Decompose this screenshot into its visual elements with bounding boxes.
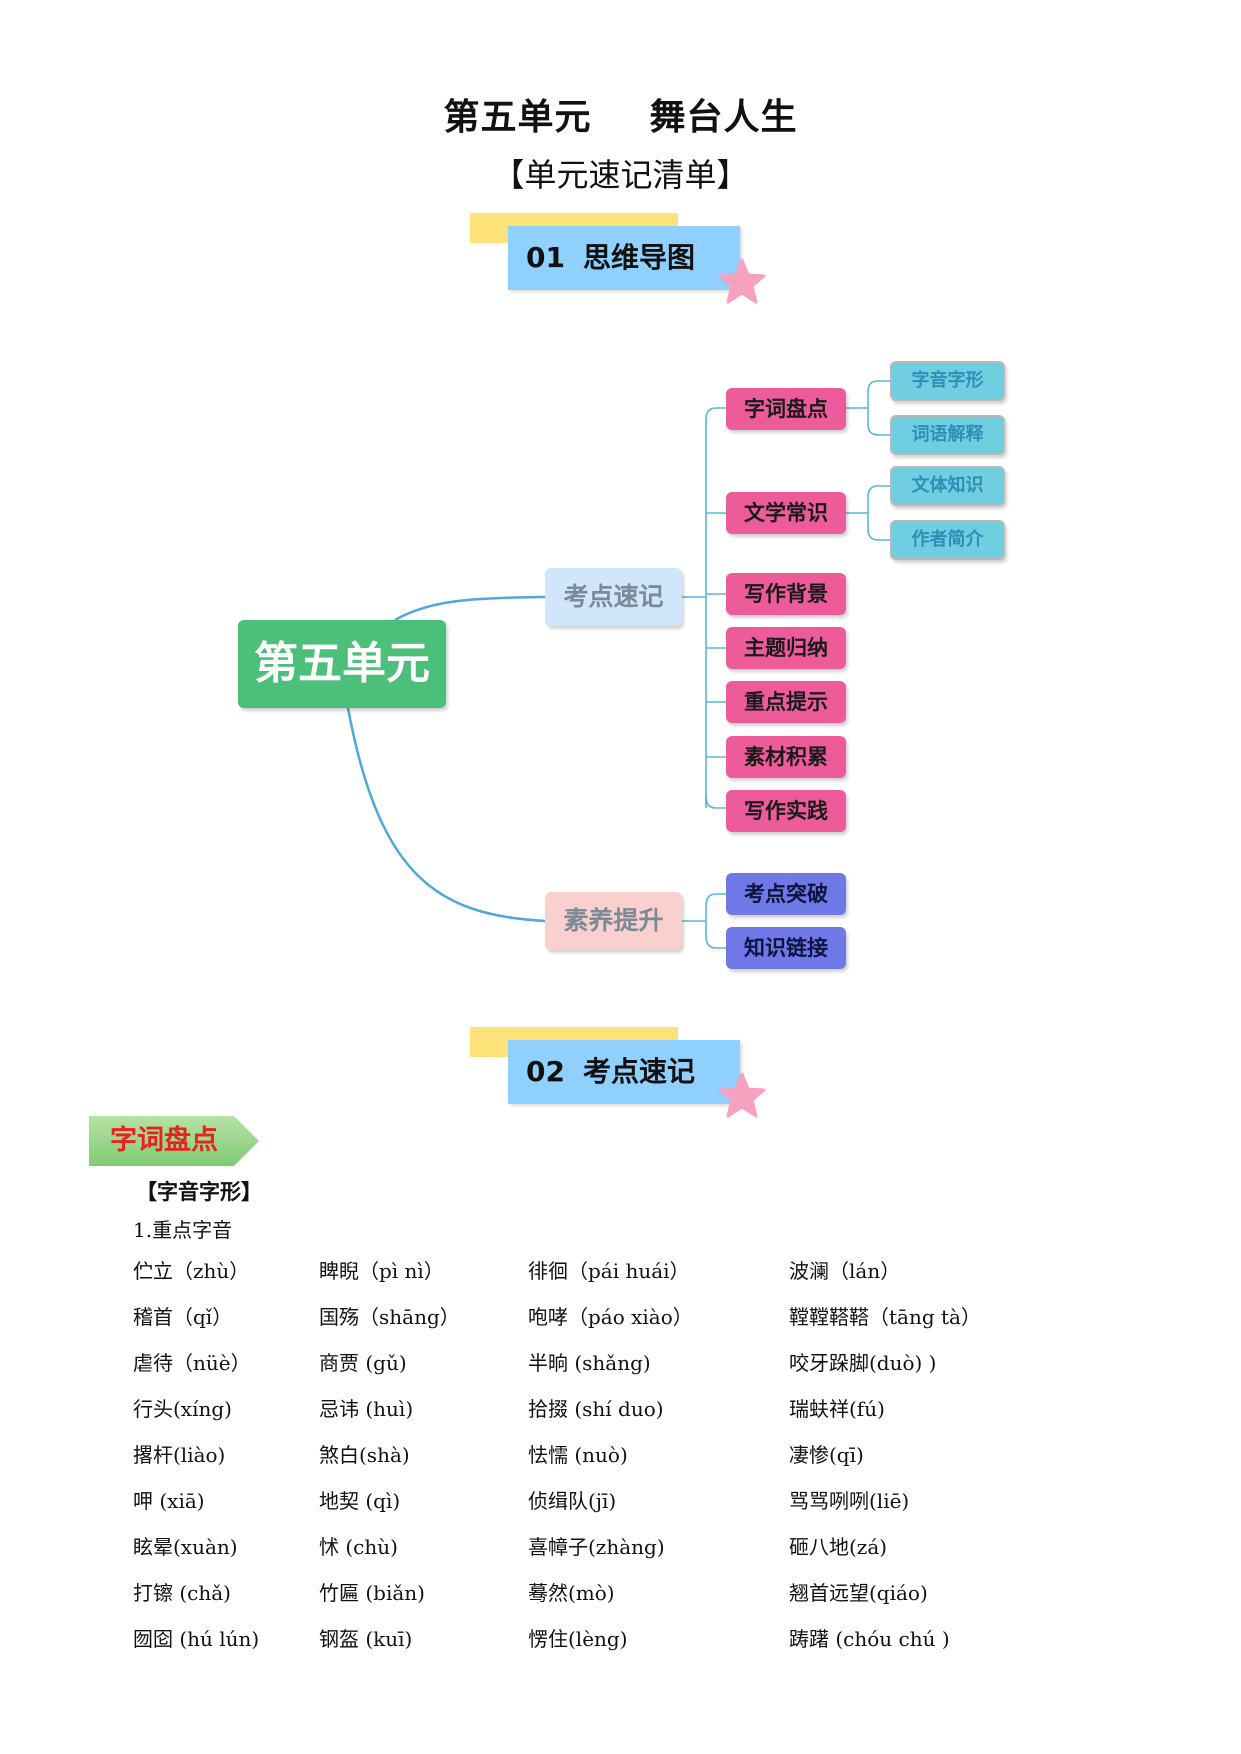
mindmap-node-shijian: 写作实践 — [726, 790, 846, 832]
pronunciation-item: 煞白(shà) — [319, 1443, 410, 1467]
pronunciation-item: 蓦然(mò) — [528, 1581, 615, 1605]
mindmap-node-ziyin: 字音字形 — [890, 361, 1005, 401]
pronunciation-item: 商贾 (gǔ) — [319, 1351, 407, 1375]
pronunciation-item: 凄惨(qī) — [789, 1443, 864, 1467]
mindmap-root: 第五单元 — [238, 620, 446, 708]
pronunciation-item: 呷 (xiā) — [133, 1489, 205, 1513]
pronunciation-item: 国殇（shāng） — [319, 1305, 460, 1329]
page-subtitle: 【单元速记清单】 — [492, 156, 749, 194]
pronunciation-item: 行头(xíng) — [133, 1397, 232, 1421]
pronunciation-item: 钢盔 (kuī) — [319, 1627, 413, 1651]
section1-number: 01 — [526, 241, 565, 274]
list-heading: 1.重点字音 — [133, 1218, 233, 1242]
pronunciation-item: 咆哮（páo xiào） — [528, 1305, 693, 1329]
mindmap-node-sucai: 素材积累 — [726, 736, 846, 778]
pronunciation-item: 怯懦 (nuò) — [528, 1443, 628, 1467]
pronunciation-item: 翘首远望(qiáo) — [789, 1581, 928, 1605]
pronunciation-item: 喜幛子(zhàng) — [528, 1535, 665, 1559]
tag-arrow-shape — [89, 1116, 259, 1166]
section1-label: 思维导图 — [582, 241, 695, 274]
pronunciation-item: 踌躇 (chóu chú ) — [789, 1627, 950, 1651]
mindmap-node-tishi: 重点提示 — [726, 681, 846, 723]
mindmap-node-zuozhe: 作者简介 — [890, 520, 1005, 560]
subheading-ziyin: 【字音字形】 — [136, 1180, 262, 1204]
pronunciation-item: 忌讳 (huì) — [319, 1397, 414, 1421]
pronunciation-item: 撂杆(liào) — [133, 1443, 226, 1467]
mindmap-node-wenti: 文体知识 — [890, 466, 1005, 506]
mindmap-node-tupo: 考点突破 — [726, 873, 846, 915]
pronunciation-item: 打镲 (chǎ) — [133, 1581, 231, 1605]
star-icon — [718, 1072, 766, 1118]
mindmap-node-ciyu: 词语解释 — [890, 415, 1005, 455]
pronunciation-item: 眩晕(xuàn) — [133, 1535, 238, 1559]
page-title: 第五单元 舞台人生 — [0, 88, 1241, 140]
mindmap-node-zici: 字词盘点 — [726, 388, 846, 430]
pronunciation-item: 虐待（nüè） — [133, 1351, 251, 1375]
tag-zici-label: 字词盘点 — [110, 1125, 218, 1156]
mindmap-node-zhuti: 主题归纳 — [726, 627, 846, 669]
title-unit: 第五单元 — [443, 97, 592, 138]
mindmap-node-lianjie: 知识链接 — [726, 927, 846, 969]
mindmap-node-beijing: 写作背景 — [726, 573, 846, 615]
pronunciation-item: 鞺鞺鞳鞳（tāng tà） — [789, 1305, 981, 1329]
pronunciation-item: 竹匾 (biǎn) — [319, 1581, 425, 1605]
pronunciation-item: 瑞蚨祥(fú) — [789, 1397, 885, 1421]
pronunciation-item: 睥睨（pì nì） — [319, 1259, 444, 1283]
pronunciation-item: 骂骂咧咧(liē) — [789, 1489, 910, 1513]
pronunciation-item: 怵 (chù) — [319, 1535, 398, 1559]
section2-number: 02 — [526, 1055, 565, 1088]
pronunciation-item: 砸八地(zá) — [789, 1535, 888, 1559]
mindmap-node-wenxue: 文学常识 — [726, 492, 846, 534]
pronunciation-item: 拾掇 (shí duo) — [528, 1397, 664, 1421]
mindmap-branch-suyang: 素养提升 — [545, 892, 682, 950]
pronunciation-item: 波澜（lán） — [789, 1259, 901, 1283]
pronunciation-item: 地契 (qì) — [319, 1489, 401, 1513]
mindmap-branch-kaodian: 考点速记 — [545, 568, 682, 626]
pronunciation-item: 伫立（zhù） — [133, 1259, 250, 1283]
section1-header: 01 思维导图 — [508, 226, 740, 290]
pronunciation-item: 愣住(lèng) — [528, 1627, 628, 1651]
section2-label: 考点速记 — [582, 1055, 695, 1088]
star-icon — [718, 258, 766, 304]
pronunciation-item: 半晌 (shǎng) — [528, 1351, 651, 1375]
pronunciation-item: 稽首（qǐ） — [133, 1305, 233, 1329]
pronunciation-item: 囫囵 (hú lún) — [133, 1627, 260, 1651]
pronunciation-item: 咬牙跺脚(duò) ) — [789, 1351, 937, 1375]
section2-header: 02 考点速记 — [508, 1040, 740, 1104]
pronunciation-item: 侦缉队(jī) — [528, 1489, 617, 1513]
title-theme: 舞台人生 — [649, 97, 798, 138]
pronunciation-item: 徘徊（pái huái） — [528, 1259, 690, 1283]
